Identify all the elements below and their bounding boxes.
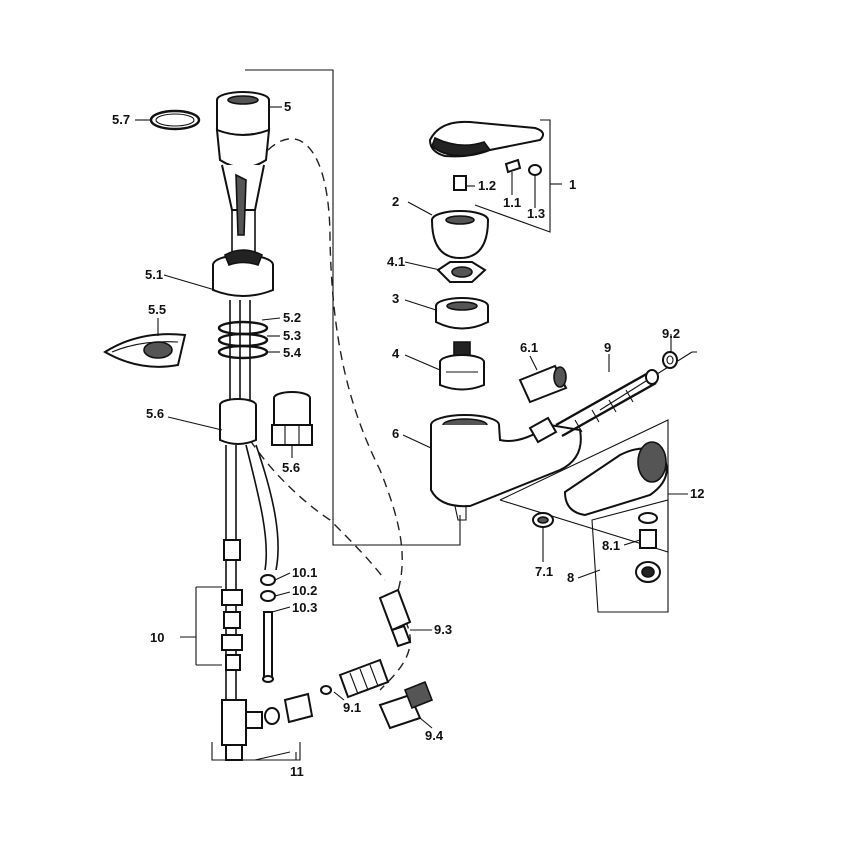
label-3: 3 — [392, 291, 399, 306]
label-6: 6 — [392, 426, 399, 441]
label-10-3: 10.3 — [292, 600, 317, 615]
label-4: 4 — [392, 346, 400, 361]
part-9-3-coupling — [378, 588, 412, 648]
label-12: 12 — [690, 486, 704, 501]
label-5-5: 5.5 — [148, 302, 166, 317]
part-5-5-base-plate — [103, 333, 187, 368]
label-9-4: 9.4 — [425, 728, 444, 743]
part-11-tee — [211, 685, 332, 761]
label-5-6-right: 5.6 — [282, 460, 300, 475]
part-9-1-connector — [338, 658, 390, 699]
part-9-hose — [528, 369, 659, 444]
label-5-6-left: 5.6 — [146, 406, 164, 421]
label-1-2: 1.2 — [478, 178, 496, 193]
part-12-spray-head — [499, 419, 669, 553]
part-2-dome — [431, 210, 489, 260]
part-4-cartridge — [439, 341, 485, 391]
label-1-1: 1.1 — [503, 195, 521, 210]
part-7-1-aerator — [532, 512, 554, 528]
hose-dashed-line — [267, 138, 403, 601]
label-10-1: 10.1 — [292, 565, 317, 580]
label-10-2: 10.2 — [292, 583, 317, 598]
label-4-1: 4.1 — [387, 254, 405, 269]
label-5-2: 5.2 — [283, 310, 301, 325]
part-5-column — [212, 91, 279, 700]
label-2: 2 — [392, 194, 399, 209]
label-1-3: 1.3 — [527, 206, 545, 221]
part-10-fittings — [180, 574, 276, 683]
part-1-handle — [428, 120, 545, 158]
hose-dashed-line-body — [249, 439, 386, 581]
part-3-ring-nut — [435, 297, 489, 330]
part-labels: 1 1.1 1.2 1.3 2 4.1 3 4 6 6.1 9 9.2 12 7… — [112, 99, 704, 779]
part-6-spout-body — [430, 414, 582, 521]
label-5-4: 5.4 — [283, 345, 302, 360]
label-5: 5 — [284, 99, 291, 114]
label-10: 10 — [150, 630, 164, 645]
leader-lines — [135, 106, 688, 760]
label-5-7: 5.7 — [112, 112, 130, 127]
label-8: 8 — [567, 570, 574, 585]
label-9-3: 9.3 — [434, 622, 452, 637]
label-6-1: 6.1 — [520, 340, 538, 355]
part-9-2-washer — [662, 351, 678, 369]
label-9-2: 9.2 — [662, 326, 680, 341]
label-5-1: 5.1 — [145, 267, 163, 282]
part-4-1-clip — [436, 261, 487, 283]
label-9-1: 9.1 — [343, 700, 361, 715]
part-6-1-insert — [518, 364, 568, 404]
body-bracket-line — [245, 69, 461, 546]
label-5-3: 5.3 — [283, 328, 301, 343]
label-11: 11 — [290, 764, 304, 779]
label-7-1: 7.1 — [535, 564, 553, 579]
label-1: 1 — [569, 177, 576, 192]
label-8-1: 8.1 — [602, 538, 620, 553]
part-8-stack — [591, 499, 669, 613]
label-9: 9 — [604, 340, 611, 355]
part-5-6-nut — [271, 391, 313, 446]
